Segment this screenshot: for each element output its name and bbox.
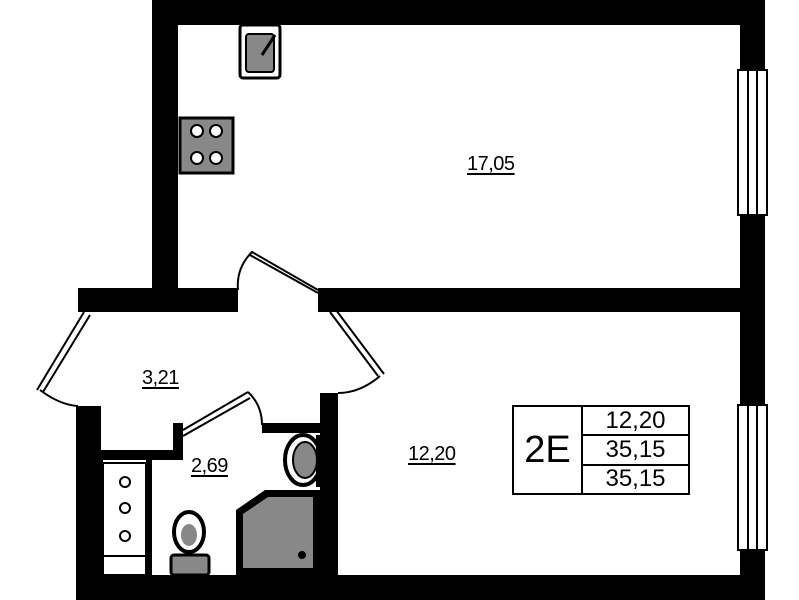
total-area-value: 35,15 <box>583 436 688 466</box>
room-area-hallway: 3,21 <box>142 367 179 389</box>
living-area-value: 12,20 <box>583 407 688 437</box>
stove <box>178 116 235 175</box>
room-area-kitchen: 17,05 <box>467 153 515 175</box>
sink-bath <box>283 433 323 487</box>
doors <box>36 250 385 437</box>
washing-machine <box>102 462 147 576</box>
room-area-bathroom: 2,69 <box>191 455 228 477</box>
kitchen-sink <box>238 23 282 80</box>
windows <box>737 69 768 551</box>
shower-tray <box>236 490 320 575</box>
apartment-values: 12,20 35,15 35,15 <box>583 407 688 493</box>
walls <box>76 0 765 600</box>
room-area-bedroom: 12,20 <box>408 443 456 465</box>
total-area-with-balcony-value: 35,15 <box>605 465 666 493</box>
apartment-code: 2E <box>514 407 583 493</box>
toilet <box>169 510 211 577</box>
apartment-info-badge: 2E 12,20 35,15 35,15 <box>512 405 690 495</box>
